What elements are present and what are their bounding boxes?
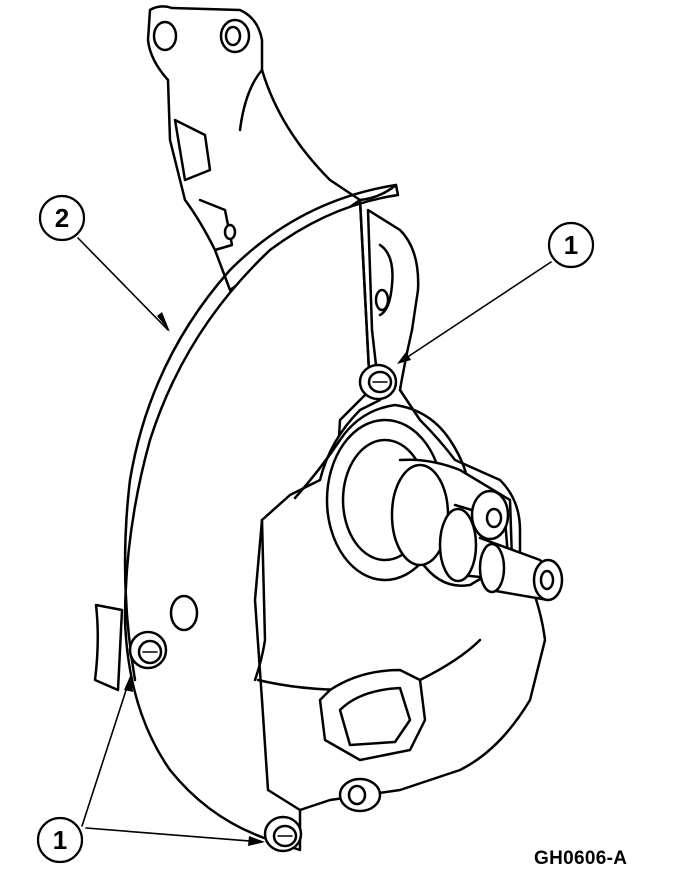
leader-line-1-upper: [399, 261, 552, 363]
arrowhead-1-upper: [397, 352, 411, 364]
callout-1-upper-label: 1: [564, 230, 578, 260]
figure-id: GH0606-A: [534, 848, 628, 869]
callout-1-upper: 1: [547, 221, 595, 269]
callout-1-lower: 1: [36, 816, 84, 864]
bolt-lower: [263, 815, 303, 853]
arrowhead-1-low: [248, 836, 265, 846]
leader-lines: [77, 237, 552, 846]
leader-line-2: [77, 237, 169, 331]
callout-1-lower-label: 1: [53, 825, 67, 855]
callout-2: 2: [38, 194, 86, 242]
callout-2-label: 2: [55, 203, 69, 233]
leader-line-1-mid: [81, 677, 131, 827]
spindle-shaft: [325, 418, 564, 602]
lower-bracket: [93, 594, 199, 692]
arrowhead-2: [157, 312, 170, 332]
bolt-middle: [128, 630, 168, 670]
spindle-upper-arm: [146, 5, 362, 292]
arrowhead-1-mid: [124, 674, 133, 692]
leader-line-1-low: [85, 827, 263, 843]
bolt-upper: [358, 363, 398, 401]
